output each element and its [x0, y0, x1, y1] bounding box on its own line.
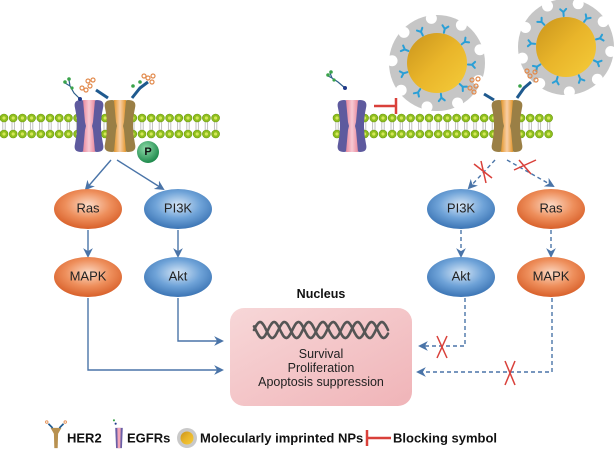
legend: HER2 EGFRs Molecularly imprinted NPs Blo… [45, 419, 497, 449]
arrow-her2-to-pi3k [116, 159, 165, 191]
her2-receptor-left [79, 73, 156, 152]
phosphate-label: P [144, 146, 151, 158]
legend-item-her2: HER2 [45, 420, 102, 449]
node-akt-left: Akt [144, 257, 212, 297]
node-akt-right-label: Akt [452, 268, 471, 283]
legend-label-blocking: Blocking symbol [393, 430, 497, 445]
her2-receptor-right [467, 68, 539, 152]
nucleus-title: Nucleus [297, 287, 346, 301]
nanoparticle-2 [516, 0, 614, 98]
arrow-blocked-to-ras [506, 159, 555, 187]
node-pi3k-left: PI3K [144, 189, 212, 229]
node-pi3k-left-label: PI3K [164, 200, 193, 215]
arrow-akt-to-nucleus-right [418, 298, 466, 351]
egfr-receptor-right [326, 70, 367, 152]
nanoparticle-1 [386, 12, 486, 113]
node-pi3k-right-label: PI3K [447, 200, 476, 215]
egfr-receptor-icon [112, 419, 123, 449]
node-mapk-left: MAPK [54, 257, 122, 297]
block-x-ras [513, 159, 537, 175]
her2-receptor-icon [45, 420, 67, 449]
nucleus-box: Survival Proliferation Apoptosis suppres… [230, 308, 412, 406]
arrow-mapk-to-nucleus-right [416, 298, 553, 377]
arrow-blocked-to-pi3k [467, 159, 496, 190]
arrow-her2-to-ras [84, 159, 112, 191]
arrow-mapk-to-nucleus [87, 298, 224, 375]
legend-label-np: Molecularly imprinted NPs [200, 430, 363, 445]
block-x-akt [436, 335, 448, 359]
nucleus-line-survival: Survival [299, 347, 343, 361]
legend-item-egfr: EGFRs [112, 419, 170, 449]
legend-label-egfr: EGFRs [127, 430, 170, 445]
blocking-symbol-right [374, 98, 398, 114]
arrow-akt-to-nucleus [177, 298, 224, 346]
legend-item-blocking: Blocking symbol [365, 430, 497, 446]
node-mapk-right: MAPK [517, 257, 585, 297]
legend-item-np: Molecularly imprinted NPs [177, 428, 363, 448]
dna-helix-icon [252, 320, 390, 340]
node-akt-left-label: Akt [169, 268, 188, 283]
node-pi3k-right: PI3K [427, 189, 495, 229]
phosphate-group: P [137, 141, 159, 163]
egfr-receptor-left [63, 77, 104, 152]
node-ras-right-label: Ras [539, 200, 563, 215]
left-arrows [83, 159, 224, 375]
block-marks [436, 159, 537, 386]
node-ras-left-label: Ras [76, 200, 100, 215]
nucleus-line-proliferation: Proliferation [288, 361, 355, 375]
block-x-mapk [504, 360, 516, 386]
nucleus-line-apoptosis: Apoptosis suppression [258, 375, 384, 389]
blocking-symbol-icon [365, 430, 391, 446]
node-ras-right: Ras [517, 189, 585, 229]
legend-label-her2: HER2 [67, 430, 102, 445]
node-mapk-left-label: MAPK [70, 268, 107, 283]
nanoparticle-icon [177, 428, 197, 448]
node-ras-left: Ras [54, 189, 122, 229]
right-arrows [416, 159, 556, 377]
node-akt-right: Akt [427, 257, 495, 297]
node-mapk-right-label: MAPK [533, 268, 570, 283]
block-x-pi3k [473, 160, 493, 184]
